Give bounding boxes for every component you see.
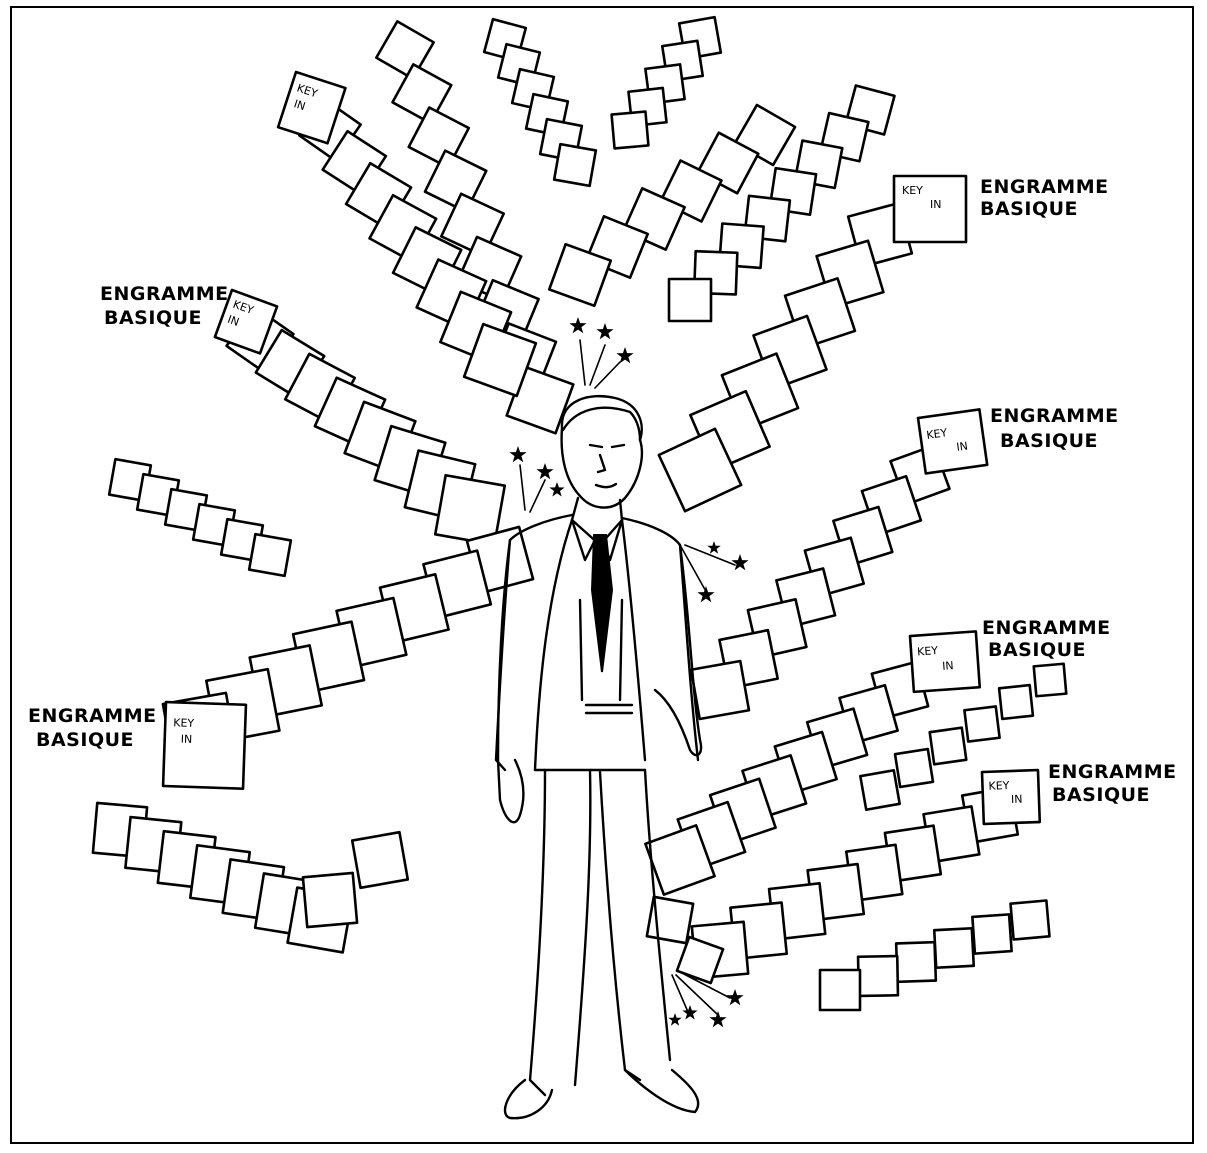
star-icon (616, 347, 634, 364)
motion-line (675, 974, 719, 1016)
memory-card (675, 935, 725, 985)
memory-card (433, 473, 507, 547)
star-icon (682, 1005, 698, 1020)
memory-card (645, 895, 695, 945)
engram-title: ENGRAMME (28, 705, 157, 727)
standing-man-figure (494, 394, 703, 1120)
memory-cards (91, 15, 1068, 1012)
memory-card (856, 954, 900, 998)
memory-card (1009, 899, 1051, 941)
engram-label-left-upper: ENGRAMME BASIQUE (100, 283, 229, 329)
engram-label-left-lower: ENGRAMME BASIQUE (28, 705, 157, 751)
engram-label-right-lower: ENGRAMME BASIQUE (982, 617, 1111, 661)
svg-text:IN: IN (180, 733, 192, 746)
motion-line (579, 339, 586, 386)
star-icon (596, 323, 614, 340)
memory-card (657, 427, 743, 513)
motion-line (684, 544, 736, 566)
svg-text:IN: IN (1011, 793, 1023, 806)
svg-text:KEY: KEY (917, 644, 939, 658)
star-icon (569, 317, 587, 334)
engram-title: ENGRAMME (990, 405, 1119, 427)
memory-card (689, 659, 751, 721)
svg-text:IN: IN (930, 198, 941, 211)
motion-line (594, 361, 621, 389)
key-in-card: KEY IN (916, 408, 989, 475)
memory-card (928, 726, 968, 766)
memory-card (971, 913, 1013, 955)
memory-card (997, 683, 1035, 721)
svg-text:KEY: KEY (173, 716, 195, 730)
engram-title: ENGRAMME (982, 617, 1111, 639)
motion-line (519, 464, 526, 511)
sparkle-marks (509, 317, 749, 1028)
key-in-card: KEY IN (276, 70, 347, 145)
memory-card (462, 322, 538, 398)
engram-subtitle: BASIQUE (1052, 784, 1150, 806)
motion-line (671, 974, 689, 1013)
memory-card (667, 277, 713, 323)
memory-card (859, 769, 901, 811)
star-icon (668, 1013, 682, 1026)
engram-label-right-bottom: ENGRAMME BASIQUE (1048, 761, 1177, 806)
memory-card (644, 824, 716, 896)
memory-card (391, 63, 453, 125)
engram-subtitle: BASIQUE (980, 198, 1078, 220)
key-in-card: KEY IN (892, 174, 968, 244)
memory-card (818, 968, 862, 1012)
memory-card (423, 149, 488, 214)
svg-text:KEY: KEY (926, 426, 949, 442)
engram-subtitle: BASIQUE (104, 307, 202, 329)
star-icon (731, 554, 749, 571)
engram-title: ENGRAMME (1048, 761, 1177, 783)
key-in-card: KEY IN (908, 630, 982, 694)
memory-card (610, 110, 650, 150)
key-in-card: KEY IN (161, 700, 248, 791)
memory-card (247, 532, 293, 578)
engram-title: ENGRAMME (980, 176, 1109, 198)
engram-label-right-middle: ENGRAMME BASIQUE (990, 405, 1119, 452)
memory-card (350, 830, 410, 890)
engram-title: ENGRAMME (100, 283, 229, 305)
engram-subtitle: BASIQUE (1000, 430, 1098, 452)
svg-text:IN: IN (942, 659, 954, 673)
memory-card (301, 871, 359, 929)
motion-line (529, 479, 546, 513)
memory-card (1032, 662, 1068, 698)
svg-text:KEY: KEY (295, 81, 319, 100)
engram-subtitle: BASIQUE (36, 729, 134, 751)
engram-subtitle: BASIQUE (988, 639, 1086, 661)
star-icon (726, 989, 744, 1006)
star-icon (509, 446, 527, 463)
key-in-card: KEY IN (980, 768, 1042, 826)
svg-text:KEY: KEY (988, 779, 1010, 793)
star-icon (709, 1011, 727, 1028)
svg-text:IN: IN (292, 97, 307, 113)
memory-card (963, 705, 1001, 743)
star-icon (697, 586, 715, 603)
motion-line (589, 344, 606, 386)
engram-label-top-right: ENGRAMME BASIQUE (980, 176, 1109, 220)
svg-text:IN: IN (956, 439, 969, 453)
star-icon (549, 482, 565, 497)
star-icon (536, 463, 554, 480)
memory-card (894, 940, 938, 984)
svg-text:KEY: KEY (902, 184, 923, 197)
memory-card (932, 926, 976, 970)
motion-line (679, 971, 731, 999)
motion-line (679, 544, 709, 596)
key-in-card: KEY IN (213, 288, 279, 355)
memory-card (375, 20, 435, 80)
memory-card (407, 106, 471, 169)
svg-text:IN: IN (226, 313, 241, 329)
memory-card (893, 747, 935, 789)
star-icon (707, 541, 721, 554)
memory-card (547, 242, 613, 308)
memory-card (552, 142, 598, 188)
